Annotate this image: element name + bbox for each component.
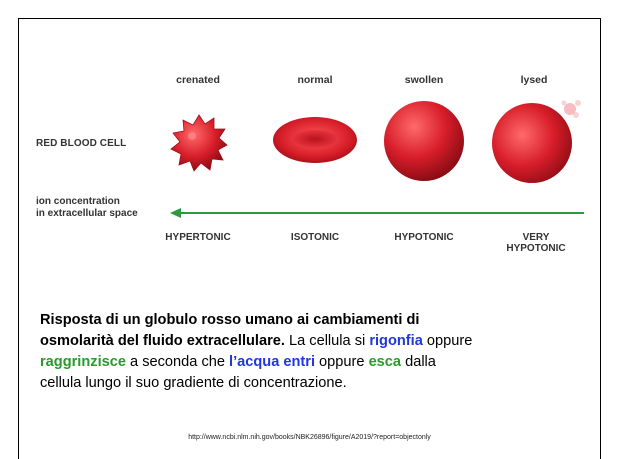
caption-raggrinzisce: raggrinzisce (40, 354, 126, 370)
swollen-cell-image (382, 99, 466, 183)
column-label-normal: normal (265, 74, 365, 86)
tonicity-isotonic: ISOTONIC (260, 232, 370, 243)
concentration-arrow (170, 206, 586, 220)
ion-label-line-2: in extracellular space (36, 208, 166, 220)
caption-text-3: a seconda che (126, 354, 229, 370)
column-label-swollen: swollen (374, 74, 474, 86)
slide-border-right (600, 18, 601, 459)
column-label-crenated: crenated (148, 74, 248, 86)
lysed-cell-image (490, 93, 590, 185)
tonicity-hypotonic: HYPOTONIC (369, 232, 479, 243)
source-url[interactable]: http://www.ncbi.nlm.nih.gov/books/NBK268… (0, 434, 619, 441)
caption-acqua-entri: l’acqua entri (229, 354, 315, 370)
tonicity-hypertonic: HYPERTONIC (143, 232, 253, 243)
tonicity-very: VERY (481, 232, 591, 243)
ion-label-line-1: ion concentration (36, 196, 166, 208)
crenated-cell-image (168, 112, 230, 174)
tonicity-very-hypotonic: VERY HYPOTONIC (481, 232, 591, 254)
caption-bold-line-2: osmolarità del fluido extracellulare. (40, 333, 285, 349)
caption-text-5: dalla (401, 354, 436, 370)
ion-concentration-label: ion concentration in extracellular space (36, 196, 166, 220)
normal-cell-image (270, 112, 360, 168)
row-label-red-blood-cell: RED BLOOD CELL (36, 138, 126, 149)
caption-esca: esca (369, 354, 401, 370)
caption-rigonfia: rigonfia (369, 333, 423, 349)
column-label-lysed: lysed (484, 74, 584, 86)
slide-border-top (18, 18, 601, 19)
caption-bold-line-1: Risposta di un globulo rosso umano ai ca… (40, 312, 419, 328)
caption-text: Risposta di un globulo rosso umano ai ca… (40, 310, 585, 394)
slide-border-left (18, 18, 19, 459)
caption-text-2: oppure (423, 333, 473, 349)
tonicity-hypotonic-2: HYPOTONIC (481, 243, 591, 254)
caption-text-4: oppure (315, 354, 369, 370)
caption-line-4: cellula lungo il suo gradiente di concen… (40, 375, 347, 391)
caption-text-1: La cellula si (285, 333, 369, 349)
